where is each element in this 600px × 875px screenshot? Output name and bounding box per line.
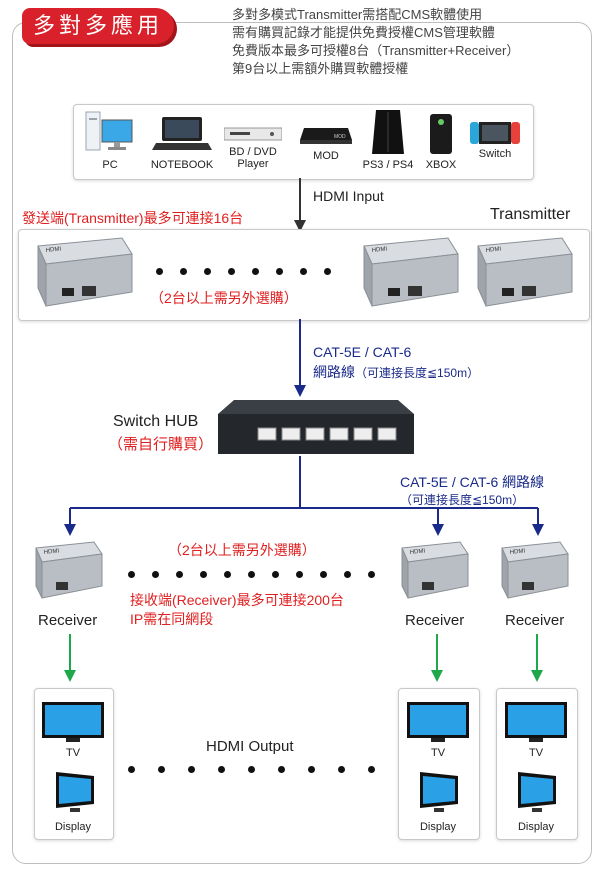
tv-group	[405, 700, 471, 751]
svg-text:MOD: MOD	[334, 134, 346, 140]
svg-text:HDMI: HDMI	[510, 548, 526, 556]
svg-text:HDMI: HDMI	[372, 246, 388, 254]
tv-group	[503, 700, 569, 751]
transmitter-device: HDMI	[472, 236, 574, 317]
display-group	[512, 770, 560, 821]
source-label-ps: PS3 / PS4	[362, 159, 414, 171]
display-group	[50, 770, 98, 821]
transmitter-heading: Transmitter	[490, 206, 571, 223]
hdmi-output-arrow	[531, 634, 543, 682]
receiver-note-1: 接收端(Receiver)最多可連接200台	[130, 592, 344, 608]
dvd-player-icon	[224, 127, 282, 141]
cable-label-1-length: 網路線（可連接長度≦150m）	[313, 362, 479, 382]
nintendo-switch-icon	[470, 122, 520, 144]
tv-caption: TV	[430, 747, 446, 759]
cable-type: 網路線	[313, 364, 355, 380]
receiver-label: Receiver	[405, 612, 465, 629]
note-line: 需有購買記錄才能提供免費授權CMS管理軟體	[232, 25, 495, 40]
tv-icon	[505, 702, 567, 742]
source-label-pc: PC	[102, 159, 118, 171]
display-group	[414, 770, 462, 821]
switch-hub-note: （需自行購買）	[108, 436, 214, 453]
receiver-box-icon: HDMI	[401, 541, 469, 599]
tv-caption: TV	[65, 747, 81, 759]
tv-icon	[42, 702, 104, 742]
receiver-note-2: IP需在同網段	[130, 611, 214, 627]
cable-label-2-length: （可連接長度≦150m）	[400, 493, 525, 507]
cable-label-1: CAT-5E / CAT-6	[313, 344, 412, 360]
monitor-icon	[420, 772, 458, 812]
receiver-box-icon: HDMI	[501, 541, 569, 599]
svg-text:HDMI: HDMI	[46, 246, 62, 254]
monitor-icon	[518, 772, 556, 812]
hdmi-output-arrow	[431, 634, 443, 682]
transmitter-box-icon: HDMI	[477, 237, 573, 307]
pc-icon	[85, 111, 133, 151]
cable-distribution-lines	[64, 456, 544, 536]
receiver-device: HDMI	[32, 540, 104, 609]
hdmi-output-arrow	[64, 634, 76, 682]
note-line: 第9台以上需額外購買軟體授權	[232, 61, 409, 76]
source-label-mod: MOD	[313, 150, 339, 162]
notebook-icon	[152, 117, 212, 150]
display-caption: Display	[419, 821, 457, 833]
display-caption: Display	[517, 821, 555, 833]
receiver-device: HDMI	[398, 540, 470, 609]
switch-hub-icon	[218, 400, 414, 454]
transmitter-note: 發送端(Transmitter)最多可連接16台	[22, 210, 244, 226]
monitor-icon	[56, 772, 94, 812]
tv-group	[40, 700, 106, 751]
switch-hub-label: Switch HUB	[113, 413, 199, 430]
source-label-notebook: NOTEBOOK	[150, 159, 214, 171]
cable-label-2: CAT-5E / CAT-6 網路線	[400, 474, 545, 490]
hdmi-input-label: HDMI Input	[313, 188, 384, 204]
receiver-label: Receiver	[38, 612, 98, 629]
xbox-icon	[430, 114, 452, 154]
transmitter-box-icon: HDMI	[363, 237, 459, 307]
tv-icon	[407, 702, 469, 742]
page-title: 多對多應用	[22, 8, 174, 44]
playstation-icon	[372, 110, 404, 154]
source-label-switch: Switch	[478, 148, 512, 160]
source-devices-panel	[73, 104, 534, 180]
receiver-box-icon: HDMI	[35, 541, 103, 599]
display-caption: Display	[54, 821, 92, 833]
mod-box-icon: MOD	[300, 128, 352, 144]
note-line: 多對多模式Transmitter需搭配CMS軟體使用	[232, 7, 483, 22]
cable-length: （可連接長度≦150m）	[355, 366, 480, 380]
hdmi-input-arrow	[294, 178, 306, 232]
hdmi-output-label: HDMI Output	[206, 738, 294, 755]
tv-caption: TV	[528, 747, 544, 759]
receiver-device: HDMI	[498, 540, 570, 609]
outer-frame	[12, 22, 592, 864]
transmitter-device: HDMI	[358, 236, 460, 317]
transmitter-extra-note: （2台以上需另外選購）	[150, 290, 298, 306]
note-line: 免費版本最多可授權8台（Transmitter+Receiver）	[232, 43, 520, 58]
svg-text:HDMI: HDMI	[44, 548, 60, 556]
receiver-label: Receiver	[505, 612, 565, 629]
source-label-xbox: XBOX	[425, 159, 457, 171]
notes-block: 多對多模式Transmitter需搭配CMS軟體使用 需有購買記錄才能提供免費授…	[232, 6, 582, 78]
svg-text:HDMI: HDMI	[486, 246, 502, 254]
svg-text:HDMI: HDMI	[410, 548, 426, 556]
cable-arrow-down	[294, 319, 306, 397]
transmitter-box-icon: HDMI	[37, 237, 133, 307]
transmitter-device: HDMI	[32, 236, 134, 317]
receiver-extra-note: （2台以上需另外選購）	[168, 542, 316, 558]
